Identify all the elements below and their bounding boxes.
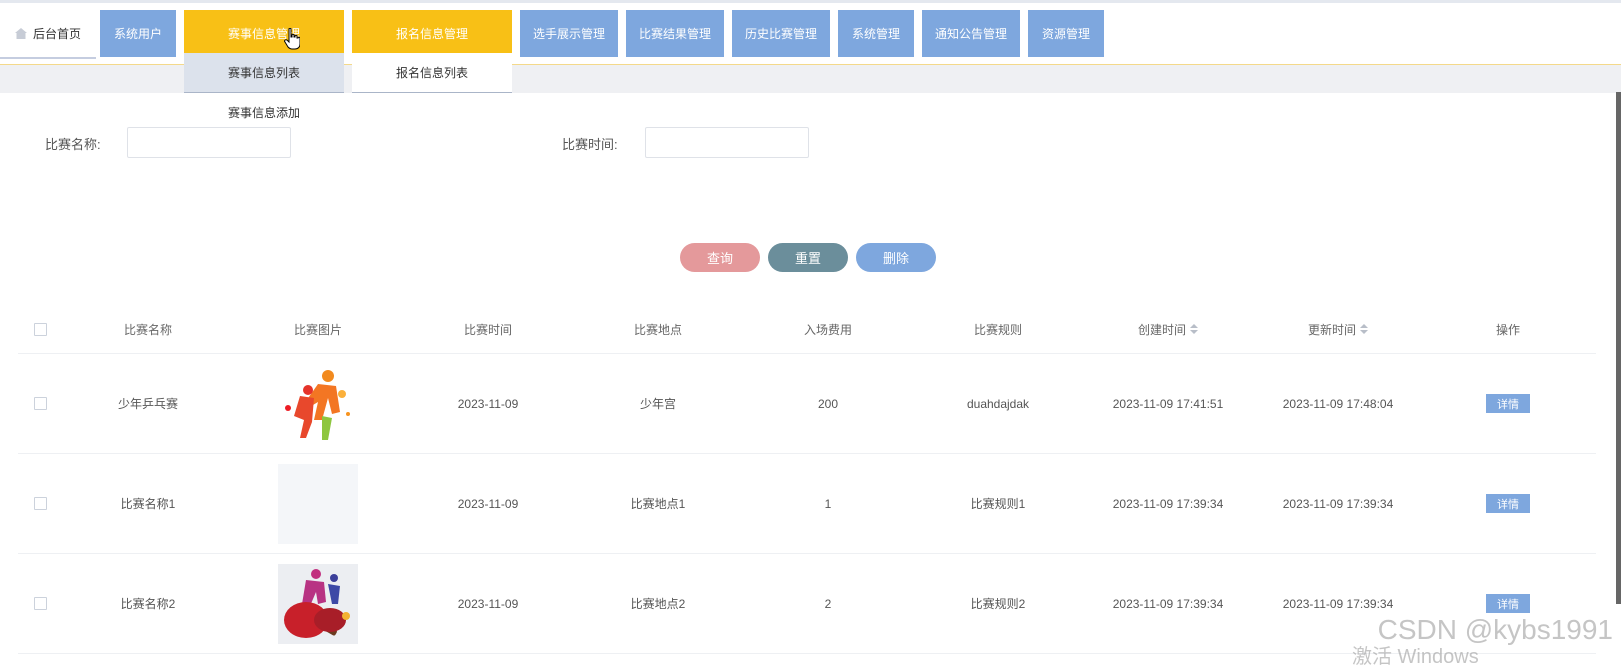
dropdown-item-match-list[interactable]: 赛事信息列表: [184, 53, 344, 93]
cell-date: 2023-11-09: [457, 596, 519, 611]
nav-label: 赛事信息管理: [227, 27, 300, 41]
dropdown-match-info: 赛事信息列表 赛事信息添加: [184, 53, 344, 132]
nav-system-users[interactable]: 系统用户: [100, 10, 176, 57]
match-image: [278, 363, 358, 444]
detail-button[interactable]: 详情: [1486, 594, 1530, 613]
nav-home[interactable]: 后台首页: [0, 10, 96, 59]
nav-label: 比赛结果管理: [638, 27, 711, 41]
nav-home-label: 后台首页: [32, 27, 81, 41]
row-checkbox[interactable]: [34, 597, 47, 610]
cell-created: 2023-11-09 17:39:34: [1112, 596, 1224, 611]
header-updated-label: 更新时间: [1307, 322, 1356, 337]
nav-label: 系统用户: [113, 27, 162, 41]
detail-button[interactable]: 详情: [1486, 494, 1530, 513]
header-rule: 比赛规则: [973, 322, 1022, 337]
nav-label: 系统管理: [851, 27, 900, 41]
nav-label: 报名信息管理: [395, 27, 468, 41]
nav-match-results[interactable]: 比赛结果管理: [626, 10, 724, 57]
cell-place: 比赛地点2: [630, 597, 686, 611]
match-image: [278, 563, 358, 644]
windows-activation-watermark: 激活 Windows: [1352, 646, 1479, 668]
header-name: 比赛名称: [123, 322, 172, 337]
cell-date: 2023-11-09: [457, 396, 519, 411]
select-all-checkbox[interactable]: [34, 322, 47, 336]
header-image: 比赛图片: [293, 322, 342, 337]
cell-rule: 比赛规则2: [970, 597, 1026, 611]
dropdown-signup-info: 报名信息列表: [352, 53, 512, 93]
nav-label: 历史比赛管理: [744, 27, 817, 41]
header-created[interactable]: 创建时间: [1083, 305, 1253, 353]
dropdown-item-match-add[interactable]: 赛事信息添加: [227, 106, 300, 120]
filter-name-label: 比赛名称:: [45, 137, 101, 152]
detail-button[interactable]: 详情: [1486, 394, 1530, 413]
cell-name: 比赛名称1: [120, 497, 176, 511]
filter-time-label: 比赛时间:: [562, 137, 618, 152]
cell-fee: 200: [817, 396, 839, 411]
match-time-input[interactable]: [645, 127, 809, 158]
cell-updated: 2023-11-09 17:39:34: [1282, 596, 1394, 611]
header-op: 操作: [1495, 322, 1520, 337]
cell-place: 比赛地点1: [630, 497, 686, 511]
cell-date: 2023-11-09: [457, 496, 519, 511]
delete-button[interactable]: 删除: [856, 243, 936, 272]
csdn-watermark: CSDN @kybs1991: [1377, 614, 1613, 645]
nav-player-display[interactable]: 选手展示管理: [520, 10, 618, 57]
table-header: 比赛名称 比赛图片 比赛时间 比赛地点 入场费用 比赛规则 创建时间 更新时间 …: [18, 305, 1596, 354]
nav-signup-info[interactable]: 报名信息管理: [352, 10, 512, 57]
nav-label: 通知公告管理: [934, 27, 1007, 41]
nav-history-matches[interactable]: 历史比赛管理: [732, 10, 830, 57]
cell-place: 少年宫: [639, 397, 676, 411]
header-date: 比赛时间: [463, 322, 512, 337]
hand-cursor-icon: [284, 28, 300, 50]
cell-rule: 比赛规则1: [970, 497, 1026, 511]
nav-notice-manage[interactable]: 通知公告管理: [922, 10, 1020, 57]
cell-name: 比赛名称2: [120, 597, 176, 611]
cell-name: 少年乒乓赛: [117, 397, 178, 411]
query-button[interactable]: 查询: [680, 243, 760, 272]
match-name-input[interactable]: [127, 127, 291, 158]
sort-icon[interactable]: [1360, 324, 1368, 334]
cell-updated: 2023-11-09 17:39:34: [1282, 496, 1394, 511]
dropdown-item-signup-list[interactable]: 报名信息列表: [352, 53, 512, 93]
cell-updated: 2023-11-09 17:48:04: [1282, 396, 1394, 411]
nav-system-manage[interactable]: 系统管理: [838, 10, 914, 57]
cell-fee: 2: [824, 596, 832, 611]
reset-button[interactable]: 重置: [768, 243, 848, 272]
cell-created: 2023-11-09 17:39:34: [1112, 496, 1224, 511]
table-row: 比赛名称2 2023-11-09 比赛地点2 2 比赛规则2 2023-11-0…: [18, 554, 1596, 654]
home-icon: [14, 28, 27, 39]
header-fee: 入场费用: [803, 322, 852, 337]
nav-label: 选手展示管理: [532, 27, 605, 41]
cell-fee: 1: [824, 496, 832, 511]
scrollbar[interactable]: [1616, 92, 1621, 604]
nav-label: 资源管理: [1041, 27, 1090, 41]
header-updated[interactable]: 更新时间: [1253, 305, 1423, 353]
table-row: 比赛名称1 2023-11-09 比赛地点1 1 比赛规则1 2023-11-0…: [18, 454, 1596, 554]
cell-rule: duahdajdak: [966, 396, 1030, 411]
match-table: 比赛名称 比赛图片 比赛时间 比赛地点 入场费用 比赛规则 创建时间 更新时间 …: [18, 305, 1596, 654]
cell-created: 2023-11-09 17:41:51: [1112, 396, 1224, 411]
row-checkbox[interactable]: [34, 397, 47, 410]
nav-resource-manage[interactable]: 资源管理: [1028, 10, 1104, 57]
table-row: 少年乒乓赛 2023-11-09 少年宫 200 duahdajdak 2023…: [18, 354, 1596, 454]
nav-match-info[interactable]: 赛事信息管理: [184, 10, 344, 57]
sort-icon[interactable]: [1190, 324, 1198, 334]
top-border: [0, 0, 1621, 3]
row-checkbox[interactable]: [34, 497, 47, 510]
header-place: 比赛地点: [633, 322, 682, 337]
header-created-label: 创建时间: [1137, 322, 1186, 337]
match-image: [278, 463, 358, 544]
